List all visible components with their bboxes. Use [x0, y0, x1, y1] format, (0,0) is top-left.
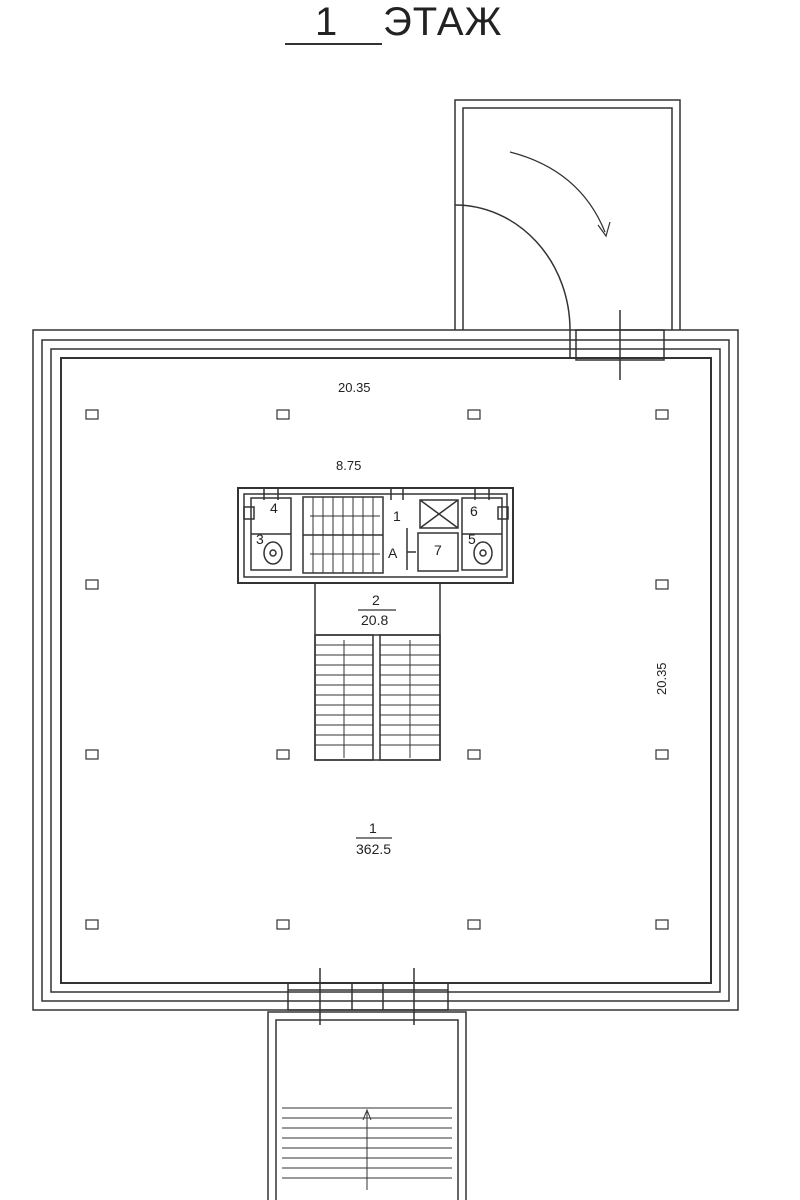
- door-swing-arc: [454, 204, 571, 331]
- room-2-area: 20.8: [361, 612, 389, 628]
- stair-hall: [314, 583, 441, 761]
- dimension-core-width: 8.75: [336, 458, 362, 473]
- core-label-1: 1: [393, 508, 401, 524]
- door-arrow: [509, 151, 606, 233]
- core-label-3: 3: [256, 531, 264, 547]
- core-label-a: A: [388, 545, 398, 561]
- lift-7: [417, 532, 459, 572]
- main-entrance: [267, 968, 467, 1200]
- outer-walls: [32, 329, 739, 1011]
- room-1-number: 1: [369, 820, 377, 836]
- core-label-4: 4: [270, 500, 278, 516]
- annex-vestibule: [454, 99, 681, 380]
- shaft-box: [419, 499, 459, 529]
- room-1-area: 362.5: [356, 841, 392, 857]
- core-label-6: 6: [470, 503, 478, 519]
- columns: [85, 409, 669, 930]
- dimension-right-height: 20.35: [654, 662, 669, 695]
- dimension-top-width: 20.35: [338, 380, 371, 395]
- floor-word: ЭТАЖ: [383, 0, 503, 44]
- room-2-number: 2: [372, 592, 380, 608]
- core-label-5: 5: [468, 531, 476, 547]
- core-label-7: 7: [434, 542, 442, 558]
- floor-number: 1: [315, 0, 338, 44]
- central-core: [237, 487, 514, 584]
